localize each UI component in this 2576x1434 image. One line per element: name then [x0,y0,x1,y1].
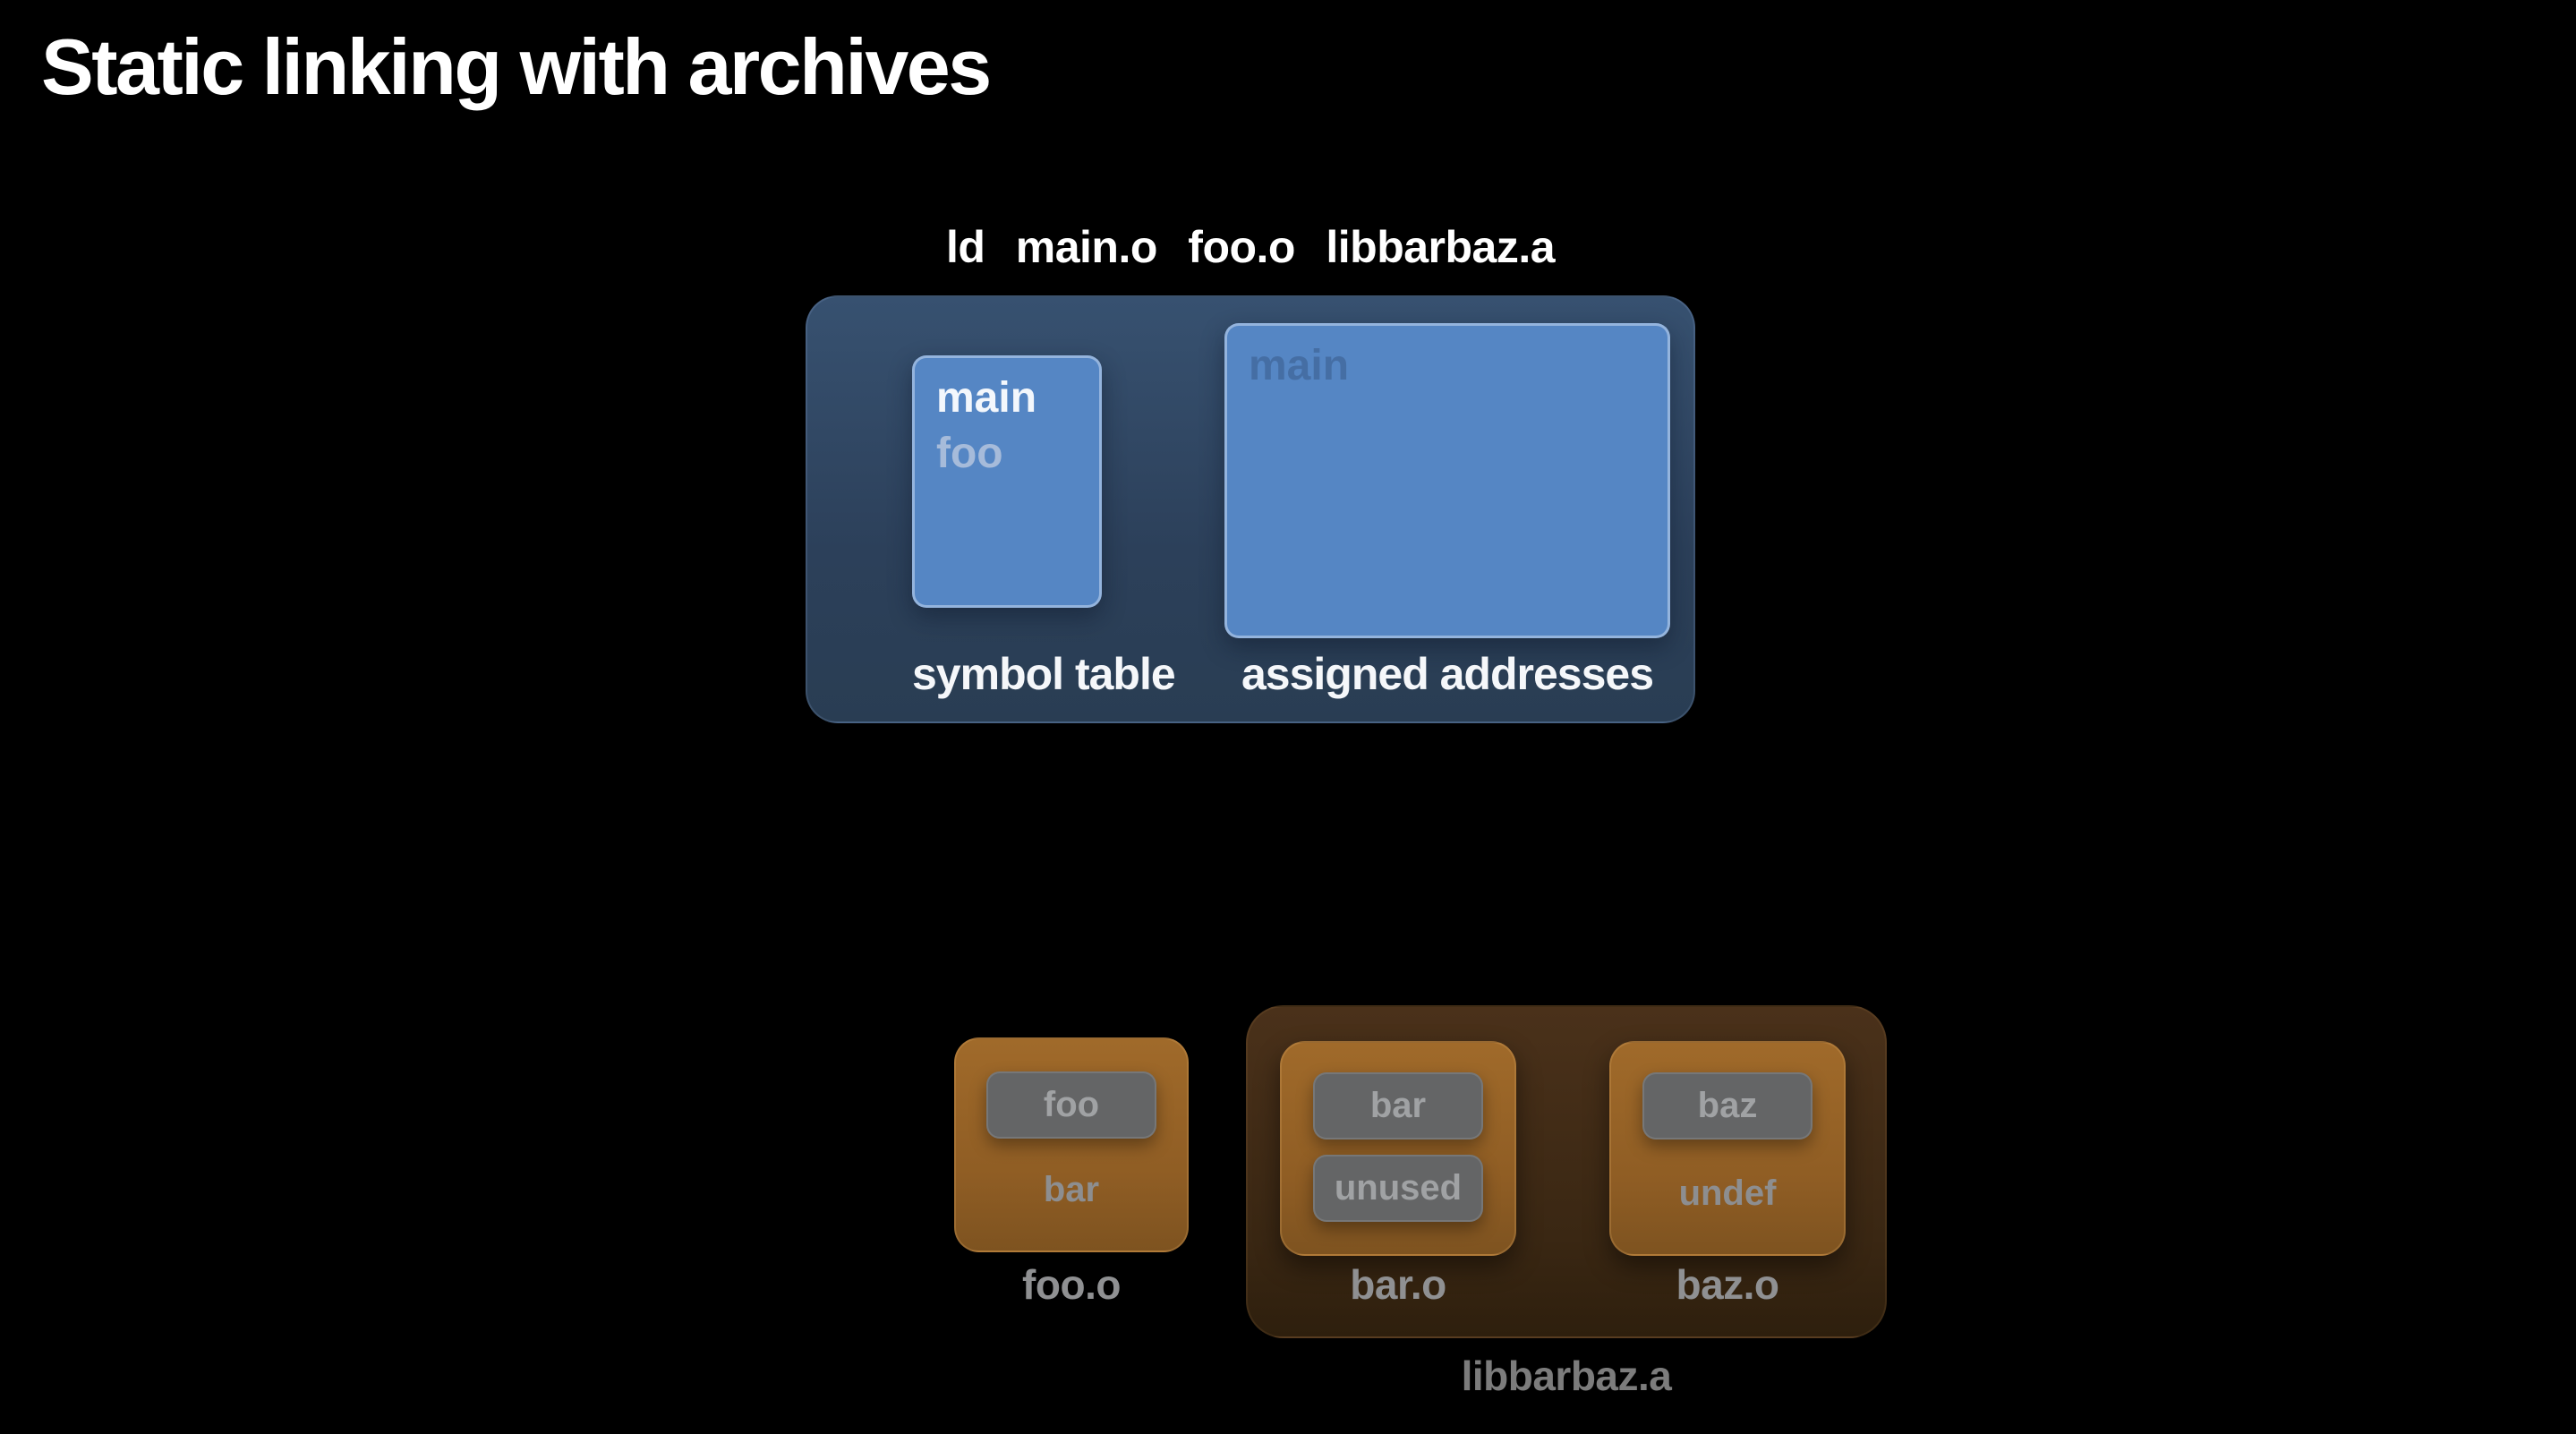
symbol-table-label: symbol table [912,649,1176,699]
symbol-main: main [936,374,1037,422]
bar-defined-symbol-chip: bar [1313,1072,1483,1140]
foo-object-box: foo bar [954,1037,1189,1252]
foo-object-label: foo.o [1022,1261,1121,1308]
bar-object-box: bar unused [1280,1041,1516,1256]
assigned-addresses-label: assigned addresses [1241,649,1654,699]
linker-command: ld main.o foo.o libbarbaz.a [945,222,1556,272]
assigned-addresses-box: main [1224,323,1670,638]
baz-object-label: baz.o [1676,1261,1779,1308]
archive-panel: bar unused baz undef bar.o baz.o [1246,1005,1887,1338]
foo-defined-symbol-chip: foo [986,1071,1156,1139]
assigned-faint-main: main [1249,342,1350,389]
bar-unused-symbol-chip: unused [1313,1155,1483,1222]
symbol-table-box: main foo [912,355,1102,608]
baz-object-box: baz undef [1609,1041,1846,1256]
foo-undefined-symbol: bar [1043,1170,1100,1209]
baz-undefined-symbol: undef [1678,1174,1777,1213]
symbol-foo: foo [936,430,1003,477]
bar-object-label: bar.o [1350,1261,1446,1308]
baz-defined-symbol-chip: baz [1642,1072,1813,1140]
slide-title: Static linking with archives [41,22,992,111]
linker-state-panel: main foo main symbol table assigned addr… [806,295,1695,723]
archive-label: libbarbaz.a [1461,1353,1672,1399]
